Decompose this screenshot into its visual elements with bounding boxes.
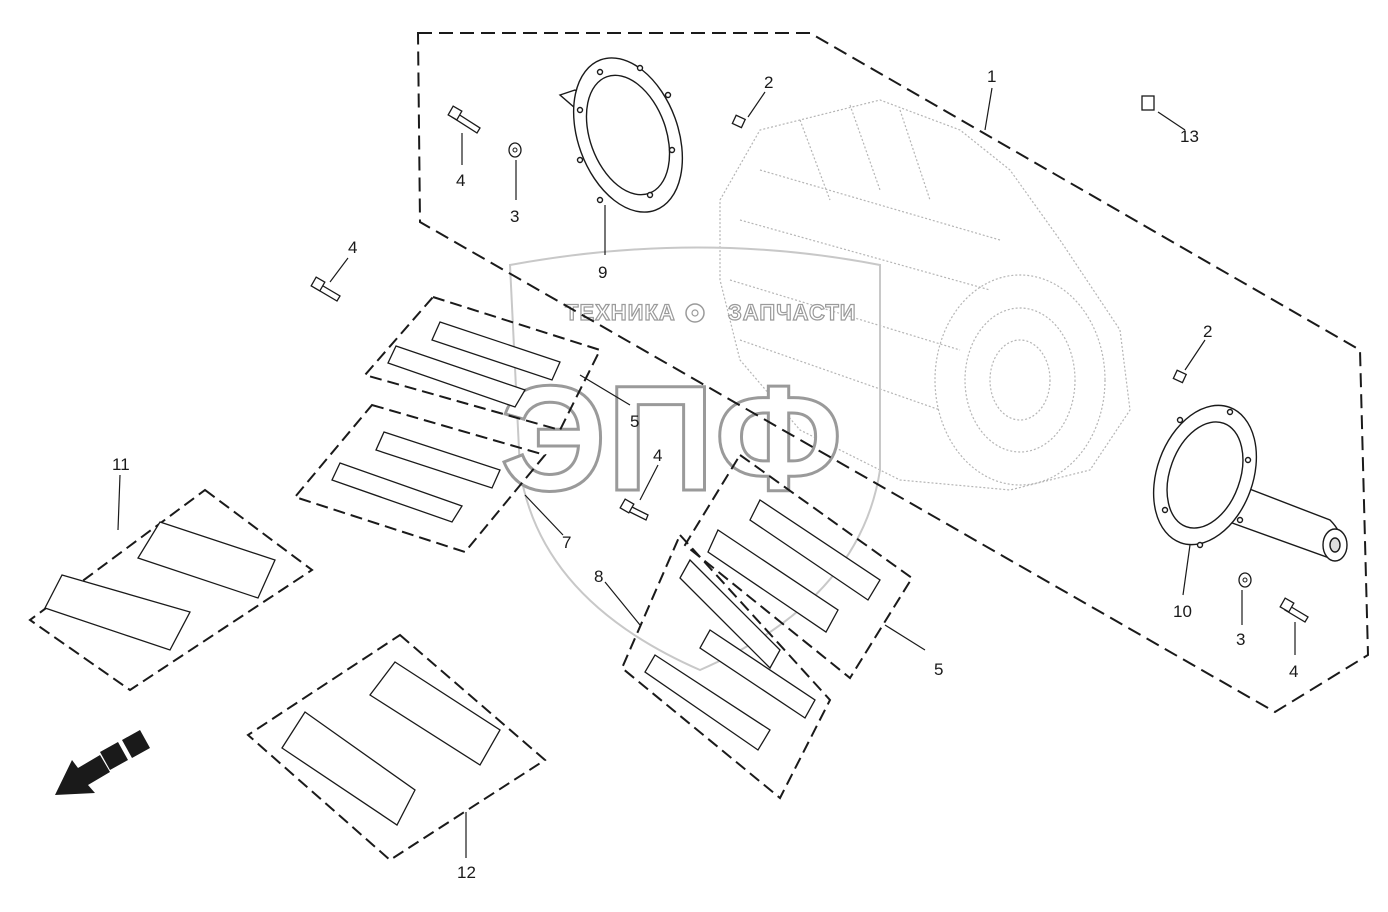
callout-11: 11 [112, 455, 130, 474]
flange-shaft-part-10 [1152, 404, 1348, 562]
callout-4-center: 4 [653, 446, 662, 465]
callout-4-right: 4 [1289, 662, 1298, 681]
rotor-drum-ghost [719, 99, 1131, 491]
callout-4-mid-left: 4 [348, 238, 357, 257]
callout-4-top: 4 [456, 171, 465, 190]
washer-part-3-right [1238, 572, 1252, 588]
bolt-part-4-top [447, 105, 481, 134]
nut-part-13 [1141, 95, 1155, 111]
watermark-text-right: ЗАПЧАСТИ [728, 300, 857, 325]
group-boundary-1 [416, 32, 1370, 714]
callout-5-upper: 5 [630, 412, 639, 431]
blade-group-5-upper [363, 295, 602, 432]
callouts: 1 2 13 4 3 9 4 5 4 2 10 3 4 5 7 8 11 12 [112, 67, 1298, 882]
callout-13: 13 [1180, 127, 1199, 146]
callout-10: 10 [1173, 602, 1192, 621]
callout-1: 1 [987, 67, 996, 86]
callout-12: 12 [457, 863, 476, 882]
gear-icon [685, 303, 705, 323]
watermark-big-text: ЭПФ [500, 354, 843, 522]
watermark-shield: ТЕХНИКА ЗАПЧАСТИ ЭПФ [499, 246, 881, 672]
blade-group-7 [293, 403, 547, 554]
callout-2-right: 2 [1203, 322, 1212, 341]
callout-9: 9 [598, 263, 607, 282]
knife-group-11 [28, 488, 314, 692]
bolt-part-4-center [619, 498, 649, 521]
arrow-down-left-icon [55, 730, 150, 795]
blade-group-5-lower [683, 453, 914, 680]
callout-3-top: 3 [510, 207, 519, 226]
bolt-part-4-mid-left [310, 276, 341, 302]
callout-3-right: 3 [1236, 630, 1245, 649]
flange-hub-part-9 [558, 57, 684, 213]
bolt-part-4-right [1279, 597, 1309, 623]
leader-lines [117, 87, 1296, 858]
plug-part-2-top [731, 114, 747, 129]
callout-2-top: 2 [764, 73, 773, 92]
plug-part-2-right [1172, 369, 1188, 384]
watermark-text-left: ТЕХНИКА [565, 300, 676, 325]
knife-group-12 [246, 633, 547, 862]
callout-5-lower: 5 [934, 660, 943, 679]
callout-7: 7 [562, 533, 571, 552]
washer-part-3-top [508, 142, 522, 158]
blade-group-8 [620, 533, 832, 800]
callout-8: 8 [594, 567, 603, 586]
